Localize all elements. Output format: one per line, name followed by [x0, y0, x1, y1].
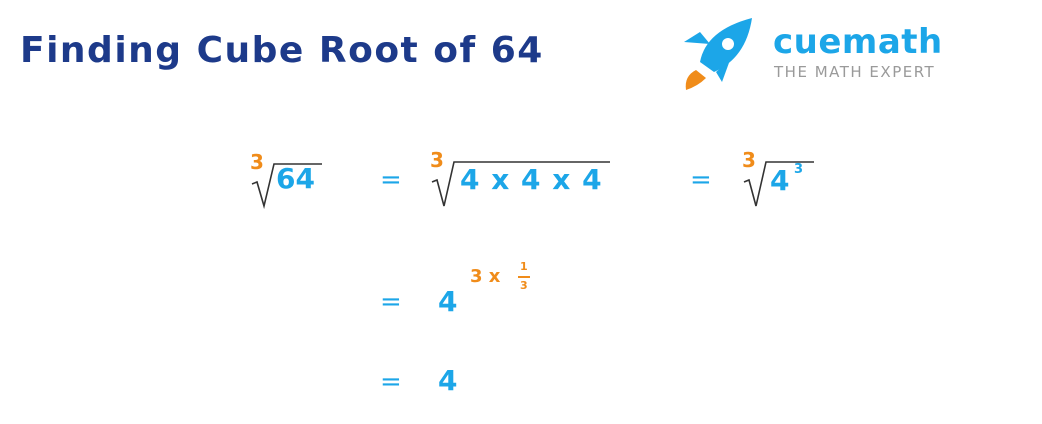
final-result: 4: [438, 364, 458, 397]
power-base: 4: [438, 285, 458, 318]
radical-index: 3: [742, 148, 756, 172]
power-base: 4: [770, 164, 790, 197]
brand-name: cuemath: [773, 22, 943, 62]
fraction-numerator: 1: [520, 260, 528, 273]
rocket-icon: [684, 18, 752, 90]
cuemath-logo[interactable]: cuemath THE MATH EXPERT: [680, 10, 960, 90]
radical-sign: [743, 161, 814, 207]
radicand: 64: [276, 162, 315, 195]
equals-sign: =: [690, 165, 712, 195]
page-title: Finding Cube Root of 64: [20, 30, 544, 71]
equals-sign: =: [380, 287, 402, 317]
power-exponent: 3: [794, 162, 804, 177]
radical-sign: [251, 163, 322, 210]
exponent-prefix: 3 x: [470, 266, 501, 287]
brand-tagline: THE MATH EXPERT: [774, 63, 936, 81]
fraction-bar: [518, 276, 530, 278]
radical-index: 3: [250, 150, 264, 174]
fraction-denominator: 3: [520, 279, 528, 292]
radicand: 4 x 4 x 4: [460, 163, 602, 196]
radical-index: 3: [430, 148, 444, 172]
equals-sign: =: [380, 367, 402, 397]
equals-sign: =: [380, 165, 402, 195]
radical-sign: [431, 161, 610, 207]
